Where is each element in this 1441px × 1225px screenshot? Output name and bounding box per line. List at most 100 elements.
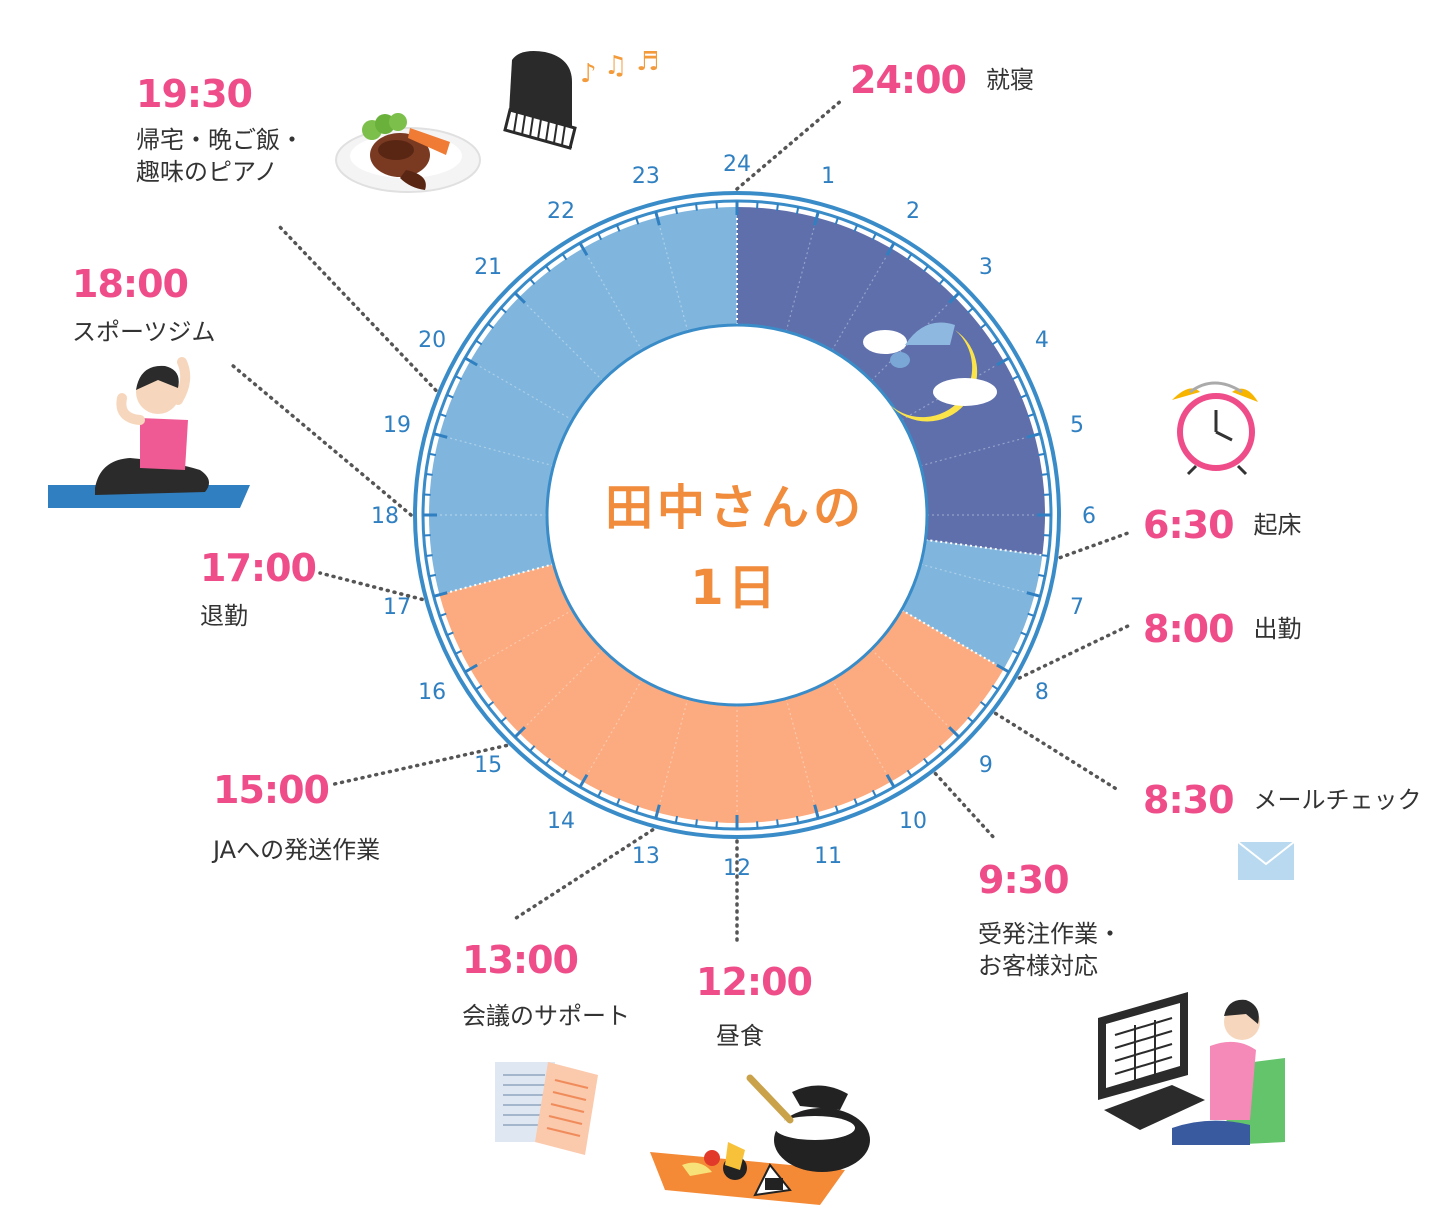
event-gym: 18:00 スポーツジム: [72, 262, 216, 348]
event-time: 12:00: [696, 960, 813, 1004]
clock-ticks: [423, 201, 1051, 829]
clock-tick: [991, 684, 999, 691]
leader-line: [735, 98, 844, 191]
leader-line: [328, 743, 509, 787]
segment-work: [439, 564, 1004, 824]
clock-tick: [776, 203, 779, 211]
svg-text:♬: ♬: [636, 47, 659, 77]
event-time: 15:00: [213, 768, 330, 812]
leader-line: [511, 828, 655, 922]
event-label-line1: 帰宅・晩ご飯・: [136, 126, 304, 154]
clock-tick: [871, 789, 877, 798]
clock-tick: [979, 701, 987, 707]
clock-tick: [906, 769, 913, 777]
time-segments: [413, 191, 1061, 839]
clock-tick: [500, 716, 507, 723]
event-time: 6:30: [1143, 503, 1235, 547]
segment-morning: [901, 539, 1043, 669]
clock-tick: [923, 757, 929, 765]
clock-tick: [1037, 573, 1046, 578]
event-shipping: 15:00 JAへの発送作業: [213, 768, 380, 866]
hour-label: 5: [1070, 413, 1084, 438]
clock-tick: [454, 375, 463, 381]
clock-tick: [654, 804, 661, 819]
hour-label: 20: [418, 328, 446, 353]
outer-ring-outer: [413, 191, 1061, 839]
clock-tick: [615, 224, 621, 232]
clock-tick: [795, 815, 800, 824]
clock-tick: [1041, 554, 1049, 557]
event-label-line2: 趣味のピアノ: [136, 158, 278, 186]
clock-tick: [906, 253, 913, 261]
hour-label: 11: [814, 844, 842, 869]
clock-tick: [529, 278, 536, 285]
segment-sleep: [737, 207, 1045, 556]
clock-tick: [1020, 631, 1028, 637]
alarm-clock-icon: [1172, 381, 1258, 476]
clock-tick: [487, 701, 495, 707]
leader-line: [933, 771, 998, 842]
leader-line: [318, 571, 424, 602]
clock-tick: [885, 774, 896, 788]
clock-tick: [795, 206, 800, 215]
hour-label: 19: [383, 413, 411, 438]
piano-icon: [503, 51, 577, 150]
mail-envelope-icon: [1237, 841, 1295, 880]
music-notes-icon: ♪♫♬: [580, 47, 659, 89]
hour-label: 8: [1035, 680, 1049, 705]
clock-tick: [597, 232, 603, 241]
clock-tick: [513, 291, 526, 304]
leader-line: [230, 363, 413, 517]
event-time: 8:00: [1143, 607, 1235, 651]
event-meeting: 13:00 会議のサポート: [462, 938, 630, 1032]
event-time: 18:00: [72, 262, 189, 306]
hour-label: 21: [474, 255, 502, 280]
event-time: 9:30: [978, 858, 1070, 902]
event-time: 24:00: [850, 58, 967, 102]
clock-tick: [923, 265, 929, 273]
clock-tick: [674, 206, 679, 215]
hour-labels: 241234567891011121314151617181920212223: [371, 152, 1096, 881]
clock-tick: [948, 291, 961, 304]
hour-label: 10: [899, 809, 927, 834]
clock-tick: [433, 432, 448, 439]
clock-tick: [1027, 612, 1035, 617]
computer-worker-icon: [1098, 992, 1285, 1145]
hour-label: 23: [632, 164, 660, 189]
event-label-line2: お客様対応: [978, 952, 1098, 980]
svg-text:♪: ♪: [580, 59, 597, 89]
clock-tick: [635, 217, 640, 225]
leader-line: [993, 711, 1120, 792]
clock-tick: [578, 774, 589, 788]
clock-tick: [578, 242, 589, 256]
center-title-line2: 1日: [690, 560, 780, 616]
clock-tick: [1041, 473, 1049, 476]
hour-label: 7: [1070, 595, 1084, 620]
event-label: 退勤: [200, 602, 248, 630]
clock-tick: [834, 805, 839, 813]
clock-tick: [454, 649, 463, 655]
clock-tick: [813, 804, 820, 819]
clock-tick: [425, 473, 433, 476]
clock-tick: [996, 356, 1010, 367]
event-time: 17:00: [200, 546, 317, 590]
event-label: 昼食: [716, 1022, 764, 1050]
clock-tick: [545, 757, 551, 765]
clock-tick: [428, 573, 437, 578]
event-label: スポーツジム: [72, 318, 216, 346]
lunch-bento-icon: [650, 1074, 870, 1205]
leader-line: [1017, 624, 1130, 680]
event-orders: 9:30 受発注作業・ お客様対応: [978, 858, 1122, 982]
event-home: 19:30 帰宅・晩ご飯・ 趣味のピアノ: [136, 72, 304, 188]
clock-tick: [433, 591, 448, 598]
clock-tick: [446, 393, 454, 399]
event-time: 13:00: [462, 938, 579, 982]
clock-tick: [938, 745, 945, 752]
event-label: JAへの発送作業: [213, 836, 381, 864]
clock-tick: [938, 278, 945, 285]
inner-circle: [545, 323, 929, 707]
clock-tick: [834, 217, 839, 225]
event-lunch: 12:00 昼食: [696, 960, 813, 1052]
